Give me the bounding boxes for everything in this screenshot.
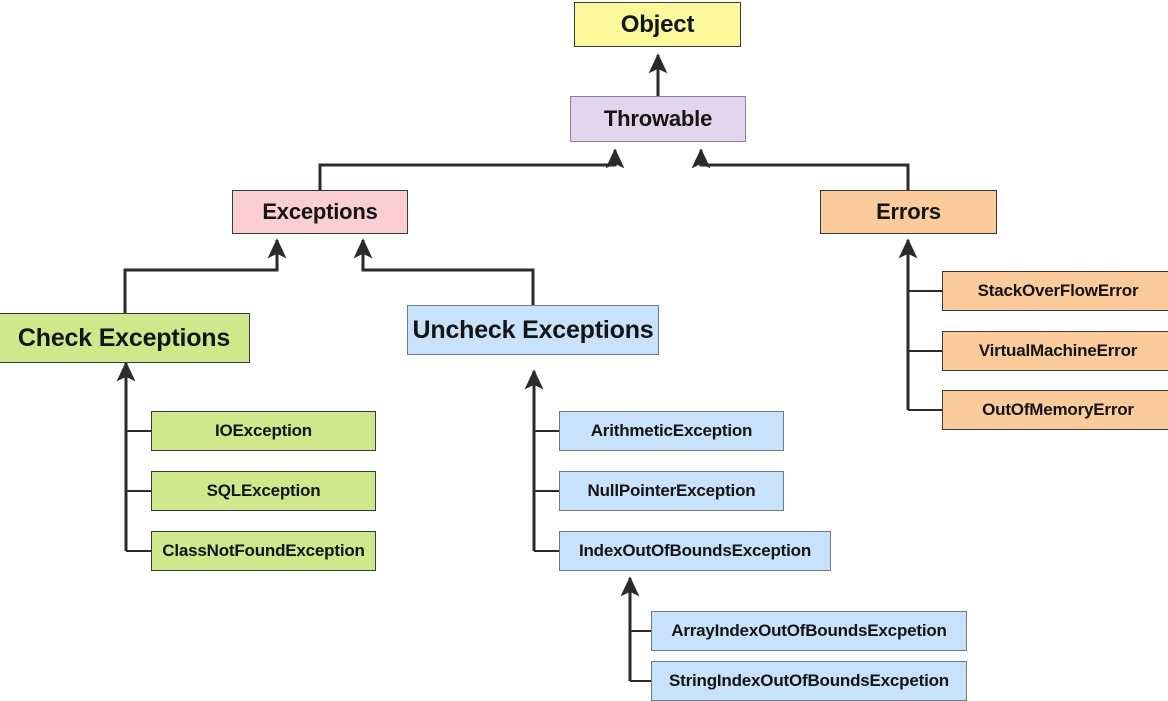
node-object[interactable]: Object [574,2,741,47]
node-exceptions[interactable]: Exceptions [232,190,408,234]
node-throwable[interactable]: Throwable [570,96,746,142]
node-array-index-out-of-bounds-excpetion[interactable]: ArrayIndexOutOfBoundsExcpetion [651,611,967,651]
node-arithmetic-exception[interactable]: ArithmeticException [559,411,784,451]
node-uncheck-exceptions[interactable]: Uncheck Exceptions [407,305,659,355]
node-sql-exception[interactable]: SQLException [151,471,376,511]
edge-uncheck-exceptions [353,238,535,305]
node-index-out-of-bounds-exception[interactable]: IndexOutOfBoundsException [559,531,831,571]
node-string-index-out-of-bounds-excpetion[interactable]: StringIndexOutOfBoundsExcpetion [651,661,967,701]
edge-errors-throwable [691,148,910,190]
node-null-pointer-exception[interactable]: NullPointerException [559,471,784,511]
node-io-exception[interactable]: IOException [151,411,376,451]
node-check-exceptions[interactable]: Check Exceptions [0,313,250,363]
node-virtual-machine-error[interactable]: VirtualMachineError [942,331,1168,371]
node-class-not-found-exception[interactable]: ClassNotFoundException [151,531,376,571]
edge-check-exceptions [123,238,287,313]
node-stack-over-flow-error[interactable]: StackOverFlowError [942,271,1168,311]
node-errors[interactable]: Errors [820,190,997,234]
edge-exceptions-throwable [318,148,625,190]
node-out-of-memory-error[interactable]: OutOfMemoryError [942,390,1168,430]
